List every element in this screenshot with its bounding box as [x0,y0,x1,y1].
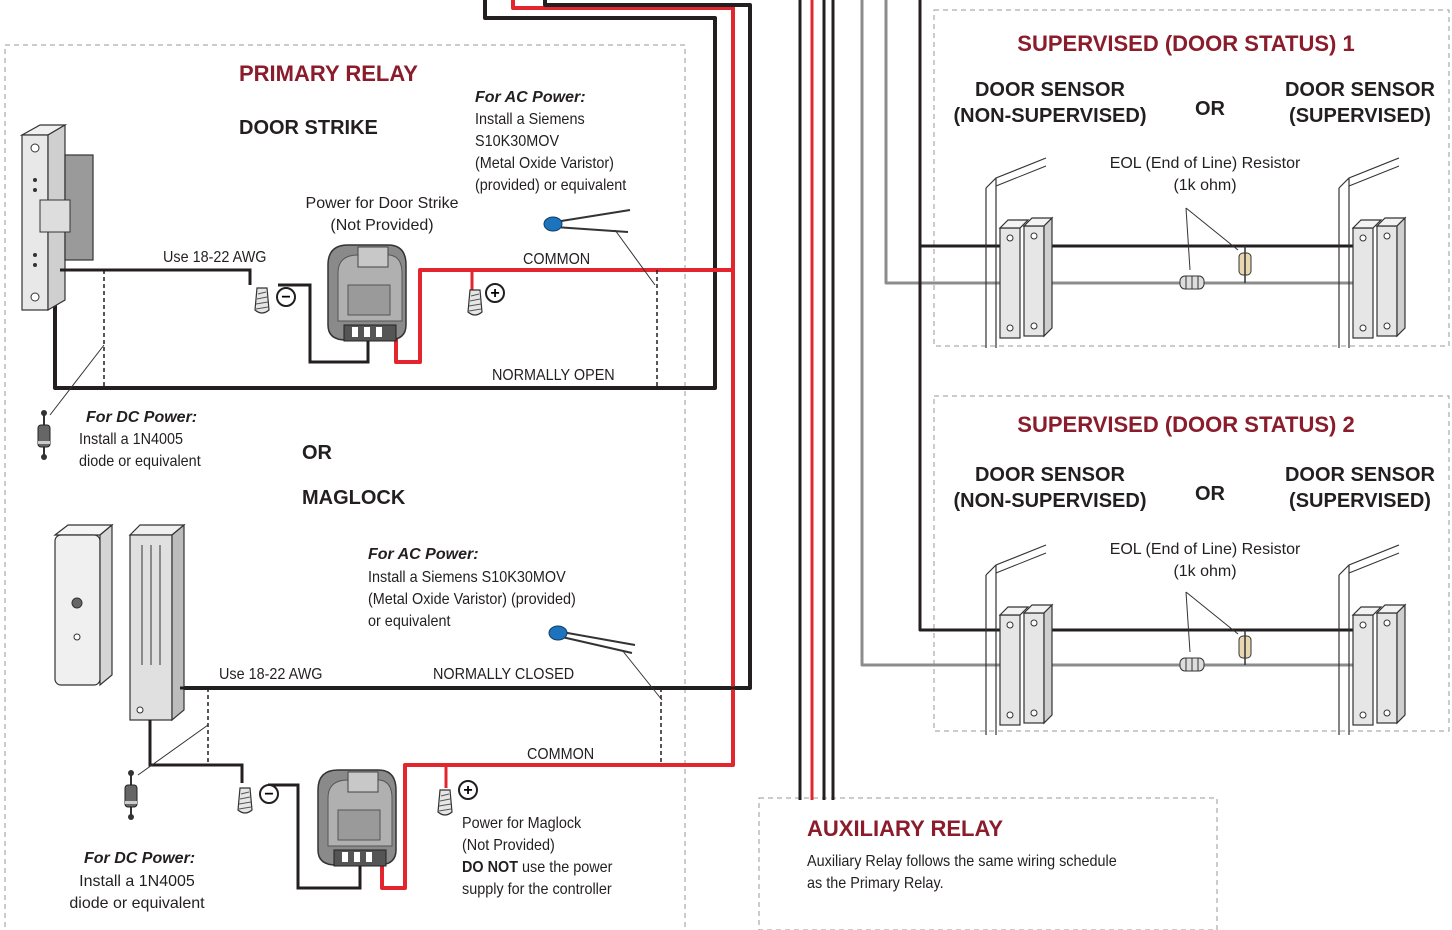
door-strike-assembly: − + [19,123,733,461]
maglock-dc-line: Install a 1N4005 [79,873,195,890]
door-sensor-supervised-icon [1338,544,1406,736]
supervised-1-right-sensor-line: (SUPERVISED) [1289,105,1431,127]
supervised-1-title: SUPERVISED (DOOR STATUS) 1 [1017,31,1355,56]
door-sensor-supervised-icon [1338,157,1406,349]
door-strike-dc-line: Install a 1N4005 [79,431,184,448]
negative-terminal-icon [259,784,279,804]
supervised-2-resistor-label: (1k ohm) [1173,563,1237,580]
supervised-2-title: SUPERVISED (DOOR STATUS) 2 [1017,412,1355,437]
auxiliary-relay-description: as the Primary Relay. [807,875,944,892]
power-supply-icon [317,769,397,867]
supervised-2-left-sensor-line: DOOR SENSOR [974,464,1126,486]
maglock-common-label: COMMON [527,746,595,763]
maglock-power-label: Power for Maglock [462,815,582,832]
maglock-label: MAGLOCK [302,487,406,509]
supervised-1-resistor-label: (1k ohm) [1173,177,1237,194]
negative-terminal-icon [276,287,296,307]
wire-nut-positive [437,789,453,816]
maglock-ac-line: Install a Siemens S10K30MOV [368,569,566,586]
normally-open-label: NORMALLY OPEN [492,367,615,384]
varistor-icon [543,209,656,286]
door-strike-ac-line: S10K30MOV [475,133,560,150]
door-strike-ac-line: Install a Siemens [475,111,585,128]
warning-bold: DO NOT [462,859,518,876]
diode-icon [37,344,105,461]
supervised-2-or-label: OR [1195,483,1225,505]
positive-terminal-icon [458,780,478,800]
maglock-assembly: − + [53,523,750,890]
door-strike-ac-line: (Metal Oxide Varistor) [475,155,614,172]
door-strike-wire-gauge: Use 18-22 AWG [163,249,267,266]
negative-sign: − [264,786,273,803]
door-strike-power-label: Power for Door Strike [305,195,459,212]
supervised-2-right-sensor-line: (SUPERVISED) [1289,490,1431,512]
maglock-wire-gauge: Use 18-22 AWG [219,666,323,683]
diode-icon [124,724,209,821]
supervised-1-or-label: OR [1195,98,1225,120]
normally-closed-label: NORMALLY CLOSED [433,666,575,683]
positive-sign: + [463,782,472,799]
supervised-1-left-sensor-line: (NON-SUPERVISED) [953,105,1147,127]
door-strike-label: DOOR STRIKE [239,117,378,139]
or-label: OR [302,442,332,464]
auxiliary-relay-border [758,797,1218,930]
door-strike-dc-line: diode or equivalent [79,453,201,470]
supervised-1-resistor-label: EOL (End of Line) Resistor [1109,155,1301,172]
varistor-icon [548,625,663,701]
maglock-ac-line: (Metal Oxide Varistor) (provided) [368,591,576,608]
supervised-2-border [933,395,1450,732]
maglock-power-label: (Not Provided) [462,837,555,854]
negative-sign: − [281,289,290,306]
auxiliary-relay-title: AUXILIARY RELAY [807,816,1004,841]
power-supply-icon [327,244,407,342]
primary-relay-title: PRIMARY RELAY [239,61,418,86]
maglock-dc-heading: For DC Power: [84,850,196,867]
door-strike-common-label: COMMON [523,251,591,268]
door-strike-ac-heading: For AC Power: [475,89,586,106]
positive-sign: + [490,285,499,302]
eol-resistor-icon [1179,591,1252,672]
supervised-1-wiring [985,157,1406,349]
warning-rest: use the power [517,859,613,876]
section-borders [4,9,1450,930]
supervised-2-resistor-label: EOL (End of Line) Resistor [1109,541,1301,558]
door-strike-power-label: (Not Provided) [330,217,434,234]
supervised-2-wiring [985,544,1406,736]
maglock-dc-line: diode or equivalent [69,895,205,912]
supervised-1-right-sensor-line: DOOR SENSOR [1284,79,1436,101]
wire-nut-positive [467,289,483,316]
maglock-power-warning: DO NOT use the power [462,858,612,878]
eol-resistor-icon [1179,207,1252,290]
door-strike-device [19,123,94,312]
maglock-device [53,523,186,722]
door-sensor-non-supervised-icon [985,544,1053,736]
wire-nut-negative [237,787,253,814]
wire-nut-negative [254,287,270,314]
door-sensor-non-supervised-icon [985,157,1053,349]
supervised-1-left-sensor-line: DOOR SENSOR [974,79,1126,101]
positive-terminal-icon [485,283,505,303]
maglock-power-warning-line2: supply for the controller [462,881,612,898]
maglock-ac-heading: For AC Power: [368,546,479,563]
door-strike-dc-heading: For DC Power: [86,409,198,426]
door-strike-ac-line: (provided) or equivalent [475,177,627,194]
supervised-1-border [933,9,1450,347]
maglock-ac-line: or equivalent [368,613,451,630]
supervised-2-left-sensor-line: (NON-SUPERVISED) [953,490,1147,512]
auxiliary-relay-description: Auxiliary Relay follows the same wiring … [807,853,1117,870]
primary-relay-border [4,44,686,930]
supervised-2-right-sensor-line: DOOR SENSOR [1284,464,1436,486]
